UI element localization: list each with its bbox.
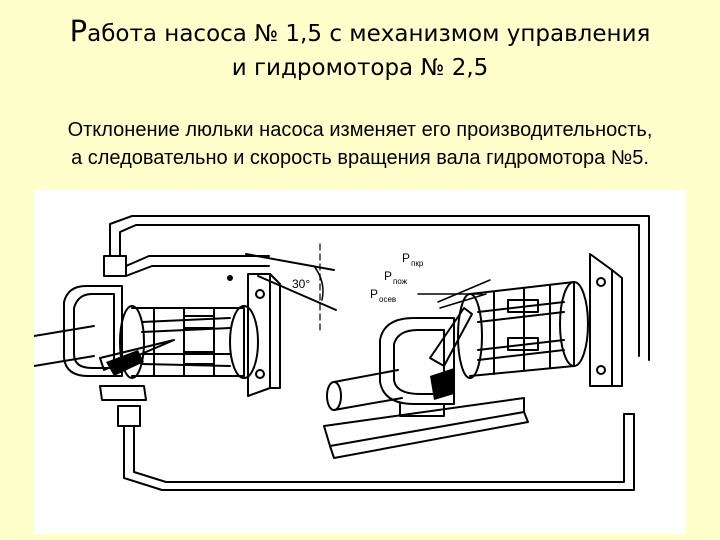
angle-label: 30° xyxy=(292,277,310,291)
pivot-dot xyxy=(227,275,233,281)
svg-text:P: P xyxy=(402,251,410,265)
svg-text:пож: пож xyxy=(393,277,408,286)
hydraulic-schematic-figure: 30° P пкр P пож P осев xyxy=(34,190,686,534)
svg-text:P: P xyxy=(384,269,392,283)
hydraulic-pipe-link xyxy=(125,255,270,277)
slide-title: Работа насоса № 1,5 с механизмом управле… xyxy=(0,14,720,85)
force-label-3: P осев xyxy=(370,287,396,304)
pump-left xyxy=(34,273,281,401)
motor-shaft xyxy=(333,369,403,411)
force-label-1: P пкр xyxy=(402,251,424,268)
title-line-1: Работа насоса № 1,5 с механизмом управле… xyxy=(0,14,720,51)
title-initial: Р xyxy=(69,14,88,48)
svg-text:пкр: пкр xyxy=(411,259,424,268)
title-line-2: и гидромотора № 2,5 xyxy=(231,55,489,81)
motor-right xyxy=(323,253,623,459)
angle-marker xyxy=(245,243,337,331)
svg-text:P: P xyxy=(370,287,378,301)
hydraulic-pipe-top xyxy=(109,215,650,361)
motor-base-plate xyxy=(323,397,525,447)
force-arrow-2 xyxy=(439,293,487,309)
hydraulic-pipe-bottom xyxy=(123,413,635,491)
force-arrow-1 xyxy=(437,279,491,303)
description-line-2: а следовательно и скорость вращения вала… xyxy=(71,147,649,169)
title-line-1-text: абота насоса № 1,5 с механизмом управлен… xyxy=(87,21,651,47)
pipe-fitting-top xyxy=(103,255,127,277)
slide-description: Отклонение люльки насоса изменяет его пр… xyxy=(0,116,720,172)
right-cradle-dark-fill xyxy=(430,368,454,400)
svg-text:осев: осев xyxy=(379,295,396,304)
left-cradle-dark-fill xyxy=(106,350,144,376)
force-label-2: P пож xyxy=(384,269,408,286)
pipe-fitting-bottom xyxy=(117,405,141,427)
description-line-1: Отклонение люльки насоса изменяет его пр… xyxy=(67,119,653,141)
schematic-drawing: 30° P пкр P пож P осев xyxy=(34,215,650,491)
